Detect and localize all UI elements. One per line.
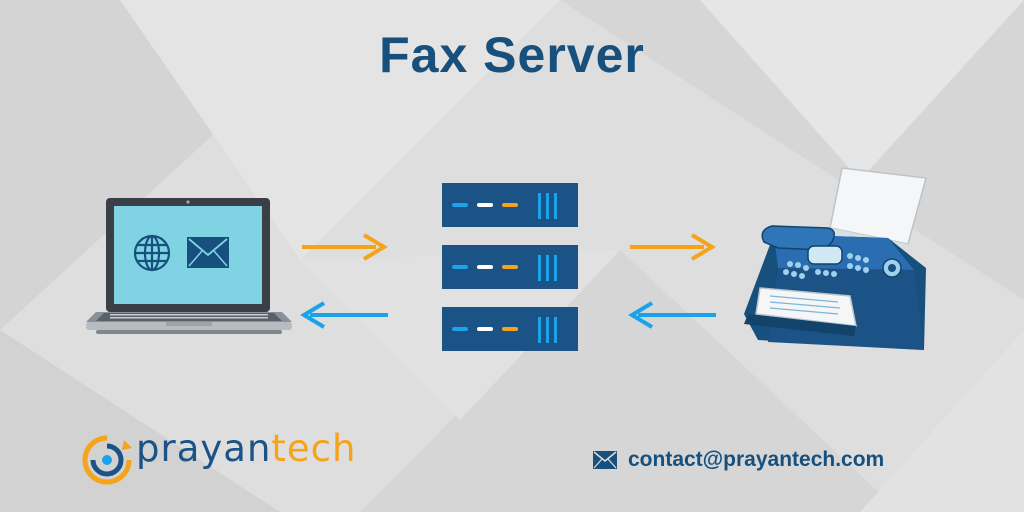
mail-icon — [593, 451, 617, 469]
brand-name: prayantech — [136, 430, 356, 467]
envelope-icon — [187, 237, 229, 268]
server-unit — [442, 307, 578, 351]
server-icon — [442, 183, 578, 351]
server-unit — [442, 245, 578, 289]
laptop-icon — [86, 198, 292, 334]
arrow-right-laptop-to-server — [302, 233, 388, 261]
arrow-right-server-to-fax — [630, 233, 716, 261]
arrow-left-server-to-laptop — [300, 301, 388, 329]
brand-suffix: tech — [271, 427, 357, 470]
page-title: Fax Server — [379, 27, 645, 83]
brand-logo-icon — [82, 435, 132, 485]
contact-line: contact@prayantech.com — [592, 444, 884, 476]
arrow-left-fax-to-server — [628, 301, 716, 329]
globe-icon — [133, 234, 171, 272]
brand-prefix: prayan — [136, 427, 272, 470]
fax-machine-icon — [744, 167, 927, 350]
server-unit — [442, 183, 578, 227]
contact-email[interactable]: contact@prayantech.com — [628, 448, 885, 471]
